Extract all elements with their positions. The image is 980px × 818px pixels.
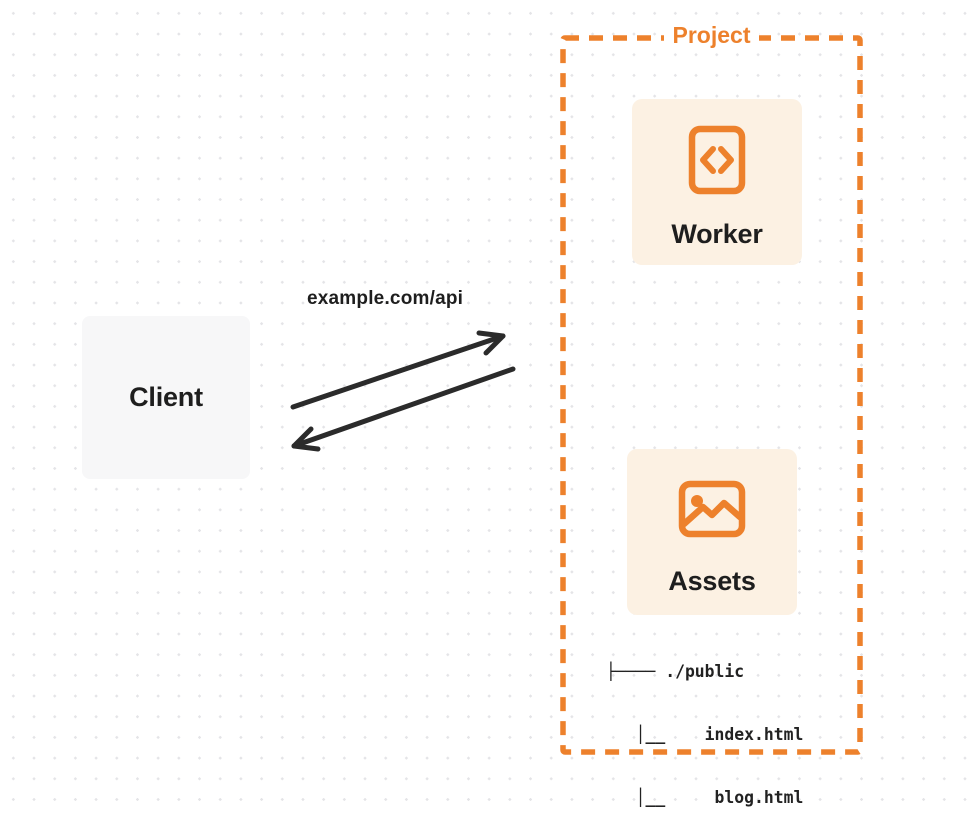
request-url-label: example.com/api bbox=[307, 288, 464, 309]
file-tree-item: │__ index.html bbox=[606, 725, 804, 744]
worker-node: Worker bbox=[632, 99, 802, 265]
request-response-arrows bbox=[290, 330, 516, 452]
file-tree-item: │__ blog.html bbox=[606, 788, 804, 807]
client-label: Client bbox=[129, 382, 203, 412]
assets-node: Assets bbox=[627, 449, 797, 615]
assets-file-tree: ├──── ./public │__ index.html │__ blog.h… bbox=[606, 619, 803, 818]
image-icon bbox=[678, 480, 746, 538]
worker-label: Worker bbox=[671, 219, 763, 249]
request-arrow bbox=[290, 330, 506, 410]
client-node: Client bbox=[82, 316, 250, 479]
code-file-icon bbox=[688, 125, 746, 195]
file-tree-root: ├──── ./public bbox=[606, 662, 745, 681]
response-arrow bbox=[291, 366, 516, 452]
assets-label: Assets bbox=[668, 566, 756, 596]
